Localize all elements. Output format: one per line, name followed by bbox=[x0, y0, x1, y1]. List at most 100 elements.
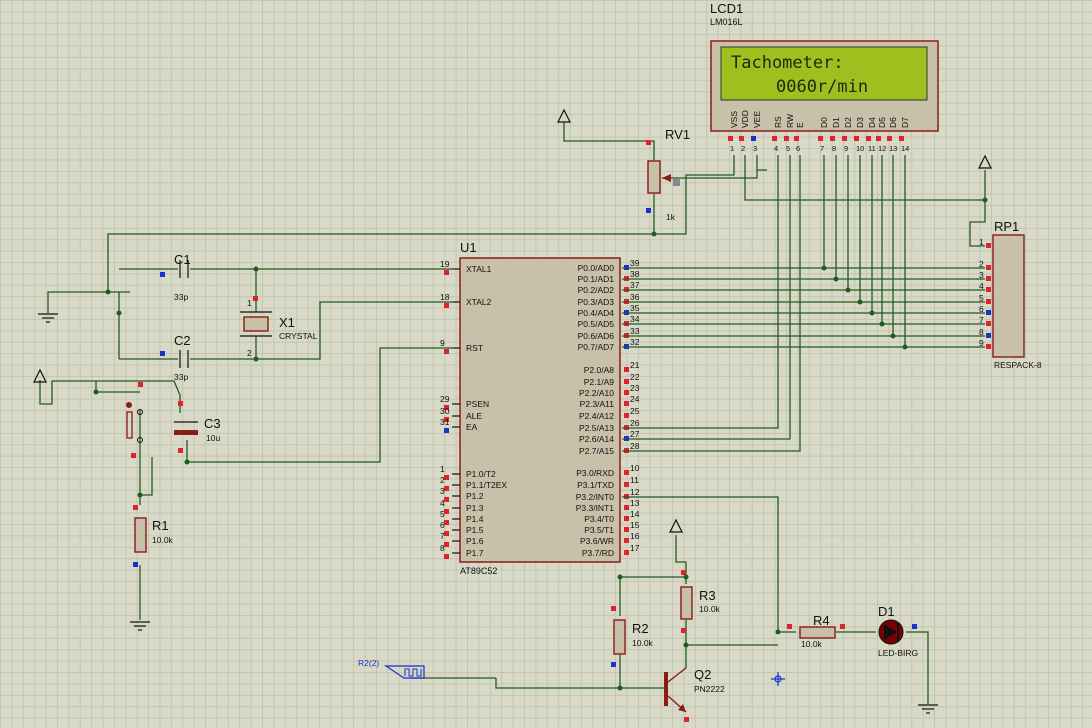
rv1-ref: RV1 bbox=[665, 127, 690, 142]
rp1-pin-number: 6 bbox=[979, 304, 984, 314]
c3-component[interactable]: C3 10u bbox=[174, 401, 221, 453]
u1-pin-number: 34 bbox=[630, 314, 640, 324]
u1-pin-name: P3.4/T0 bbox=[584, 514, 614, 524]
u1-pin-name: P0.2/AD2 bbox=[578, 285, 615, 295]
r3-component[interactable]: R3 10.0k bbox=[680, 570, 721, 633]
u1-pin-name: P3.0/RXD bbox=[576, 468, 614, 478]
r2-component[interactable]: R2 10.0k bbox=[611, 606, 654, 667]
rp1-pin-number: 8 bbox=[979, 327, 984, 337]
signal-generator[interactable]: R2(2) bbox=[358, 658, 425, 679]
u1-pin-number: 2 bbox=[440, 475, 445, 485]
lcd-pin-number: 13 bbox=[889, 144, 897, 153]
u1-pin-name: XTAL1 bbox=[466, 264, 492, 274]
u1-pin-number: 37 bbox=[630, 280, 640, 290]
reset-switch-button-icon[interactable] bbox=[126, 402, 132, 408]
x1-component[interactable]: X1 CRYSTAL 12 bbox=[240, 296, 318, 358]
u1-pin-number: 39 bbox=[630, 258, 640, 268]
rv1-component[interactable]: RV1 1k bbox=[646, 127, 690, 222]
wire-junction-dot bbox=[137, 492, 143, 498]
u1-pin-number: 7 bbox=[440, 531, 445, 541]
lcd-pin-number: 2 bbox=[741, 144, 745, 153]
lcd1-component[interactable]: LCD1 LM016L Tachometer: 0060r/min VSS1VD… bbox=[710, 1, 939, 153]
ground-left bbox=[38, 313, 58, 323]
u1-pin-number: 5 bbox=[440, 509, 445, 519]
probe-crosshair-icon[interactable] bbox=[771, 672, 785, 686]
power-rp1 bbox=[978, 154, 992, 169]
svg-text:1: 1 bbox=[247, 298, 252, 308]
r1-component[interactable]: R1 10.0k bbox=[133, 505, 174, 567]
wire-junction-dot bbox=[857, 299, 863, 305]
lcd-pin-label: VDD bbox=[740, 110, 750, 128]
u1-pin-number: 25 bbox=[630, 406, 640, 416]
rp1-body bbox=[992, 234, 1025, 358]
u1-pin-name: P3.1/TXD bbox=[577, 480, 614, 490]
u1-pin-name: ALE bbox=[466, 411, 482, 421]
u1-pin-name: EA bbox=[466, 422, 478, 432]
u1-pin-name: P0.5/AD5 bbox=[578, 319, 615, 329]
u1-pin-number: 18 bbox=[440, 292, 450, 302]
reset-switch[interactable] bbox=[126, 382, 143, 458]
u1-pin-name: P0.3/AD3 bbox=[578, 297, 615, 307]
c2-component[interactable]: C2 33p bbox=[160, 333, 191, 382]
u1-pin-name: P2.3/A11 bbox=[580, 399, 615, 409]
u1-pin-number: 6 bbox=[440, 520, 445, 530]
c1-ref: C1 bbox=[174, 252, 191, 267]
lcd-pin-number: 8 bbox=[832, 144, 836, 153]
u1-pin-number: 27 bbox=[630, 429, 640, 439]
u1-pin-name: P0.4/AD4 bbox=[578, 308, 615, 318]
r4-component[interactable]: R4 10.0k bbox=[787, 613, 845, 649]
generator-label: R2(2) bbox=[358, 658, 379, 668]
u1-pin-number: 36 bbox=[630, 292, 640, 302]
wire-junction-dot bbox=[833, 276, 839, 282]
c1-component[interactable]: C1 33p bbox=[160, 252, 191, 302]
lcd-pin-number: 4 bbox=[774, 144, 778, 153]
u1-pin-number: 35 bbox=[630, 303, 640, 313]
lcd-pin-number: 7 bbox=[820, 144, 824, 153]
lcd-pin-number: 11 bbox=[868, 144, 876, 153]
d1-component[interactable]: D1 LED-BIRG bbox=[878, 604, 918, 658]
svg-text:2: 2 bbox=[247, 348, 252, 358]
u1-pin-number: 33 bbox=[630, 326, 640, 336]
q2-component[interactable]: Q2 PN2222 bbox=[664, 667, 725, 722]
lcd-pin-label: RW bbox=[785, 114, 795, 128]
u1-body bbox=[459, 257, 621, 563]
u1-pin-number: 11 bbox=[630, 475, 639, 485]
wire-junction-dot bbox=[683, 642, 689, 648]
ground-r1 bbox=[130, 621, 150, 631]
rp1-model: RESPACK-8 bbox=[994, 360, 1042, 370]
lcd-pin-number: 12 bbox=[878, 144, 886, 153]
pulse-generator-icon bbox=[384, 665, 425, 679]
u1-pin-number: 24 bbox=[630, 394, 640, 404]
u1-pin-number: 9 bbox=[440, 338, 445, 348]
wire-junction-dot bbox=[651, 231, 657, 237]
u1-pin-number: 22 bbox=[630, 372, 640, 382]
u1-pin-number: 14 bbox=[630, 509, 640, 519]
u1-pin-number: 26 bbox=[630, 418, 640, 428]
u1-pin-name: P0.6/AD6 bbox=[578, 331, 615, 341]
lcd1-screen bbox=[720, 46, 928, 101]
wire-junction-dot bbox=[869, 310, 875, 316]
wire-junction-dot bbox=[93, 389, 99, 395]
u1-pin-name: P2.7/A15 bbox=[579, 446, 614, 456]
q2-base bbox=[664, 672, 668, 706]
rv1-wiper-pin bbox=[673, 179, 680, 186]
lcd-pin-number: 14 bbox=[901, 144, 909, 153]
u1-model: AT89C52 bbox=[460, 566, 497, 576]
wire-junction-dot bbox=[116, 310, 122, 316]
power-reset bbox=[33, 368, 47, 383]
rp1-pin-number: 4 bbox=[979, 281, 984, 291]
u1-pin-name: PSEN bbox=[466, 399, 489, 409]
u1-pin-name: RST bbox=[466, 343, 483, 353]
lcd-pin-number: 6 bbox=[796, 144, 800, 153]
u1-pin-name: P3.5/T1 bbox=[584, 525, 614, 535]
rp1-pin-number: 3 bbox=[979, 270, 984, 280]
u1-pin-number: 1 bbox=[440, 464, 445, 474]
u1-component[interactable]: U1 AT89C52 XTAL119XTAL218RST9PSEN29ALE30… bbox=[440, 240, 640, 576]
wire-junction-dot bbox=[105, 289, 111, 295]
u1-pin-name: P1.1/T2EX bbox=[466, 480, 507, 490]
lcd-pin-label: VSS bbox=[729, 111, 739, 128]
